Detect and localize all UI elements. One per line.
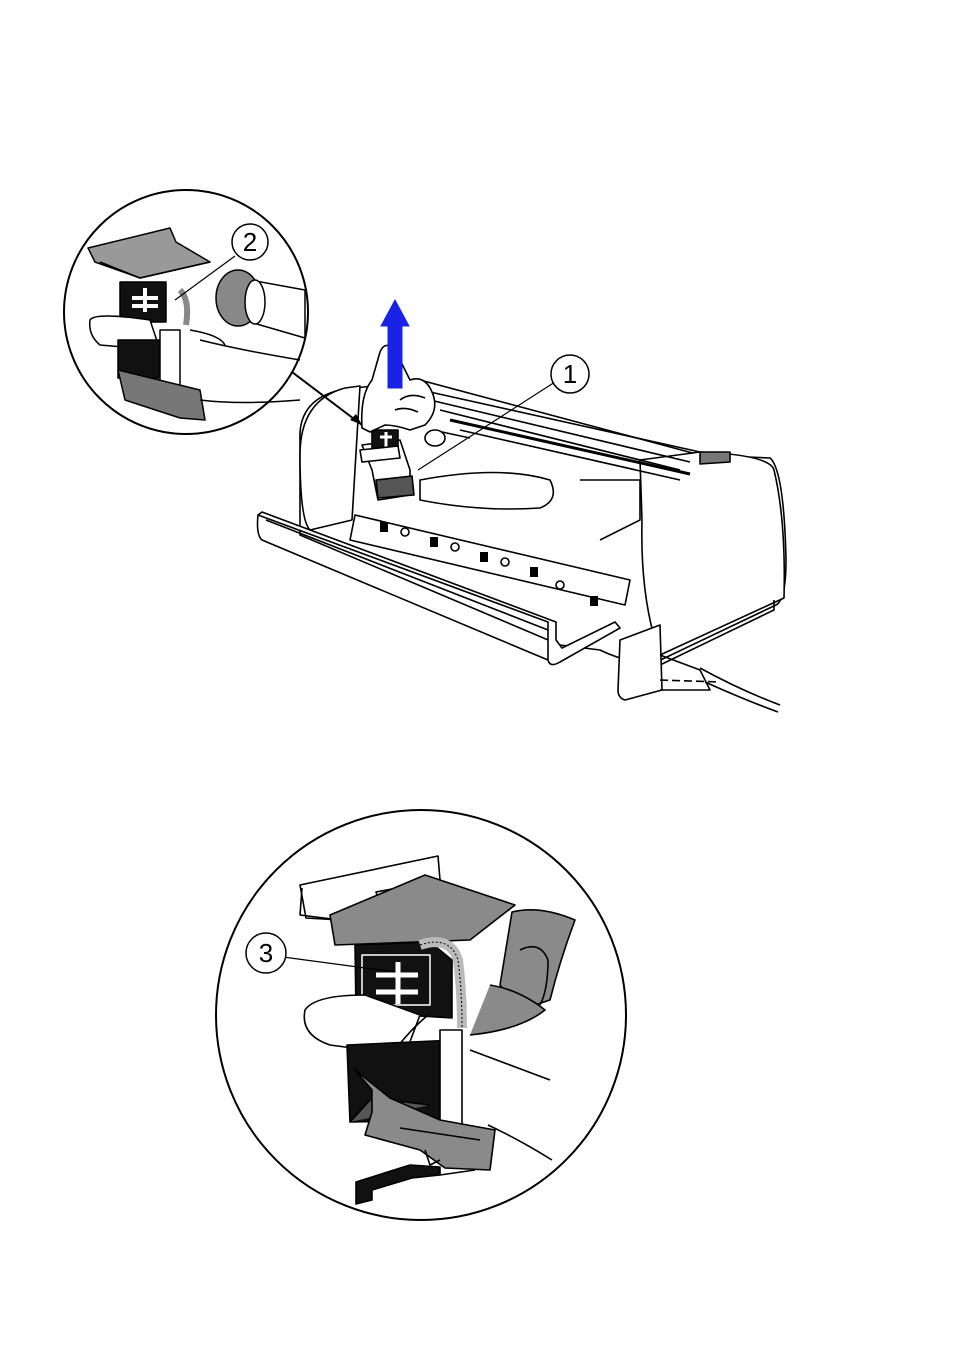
large-detail-circle [216, 810, 626, 1220]
power-cable [700, 668, 780, 705]
printer-scene [258, 345, 787, 712]
callout-3-label: 3 [259, 938, 273, 968]
callout-1-label: 1 [563, 359, 577, 389]
small-detail-circle [64, 190, 308, 434]
callout-2-label: 2 [243, 227, 257, 257]
printer-right-housing [640, 452, 784, 655]
